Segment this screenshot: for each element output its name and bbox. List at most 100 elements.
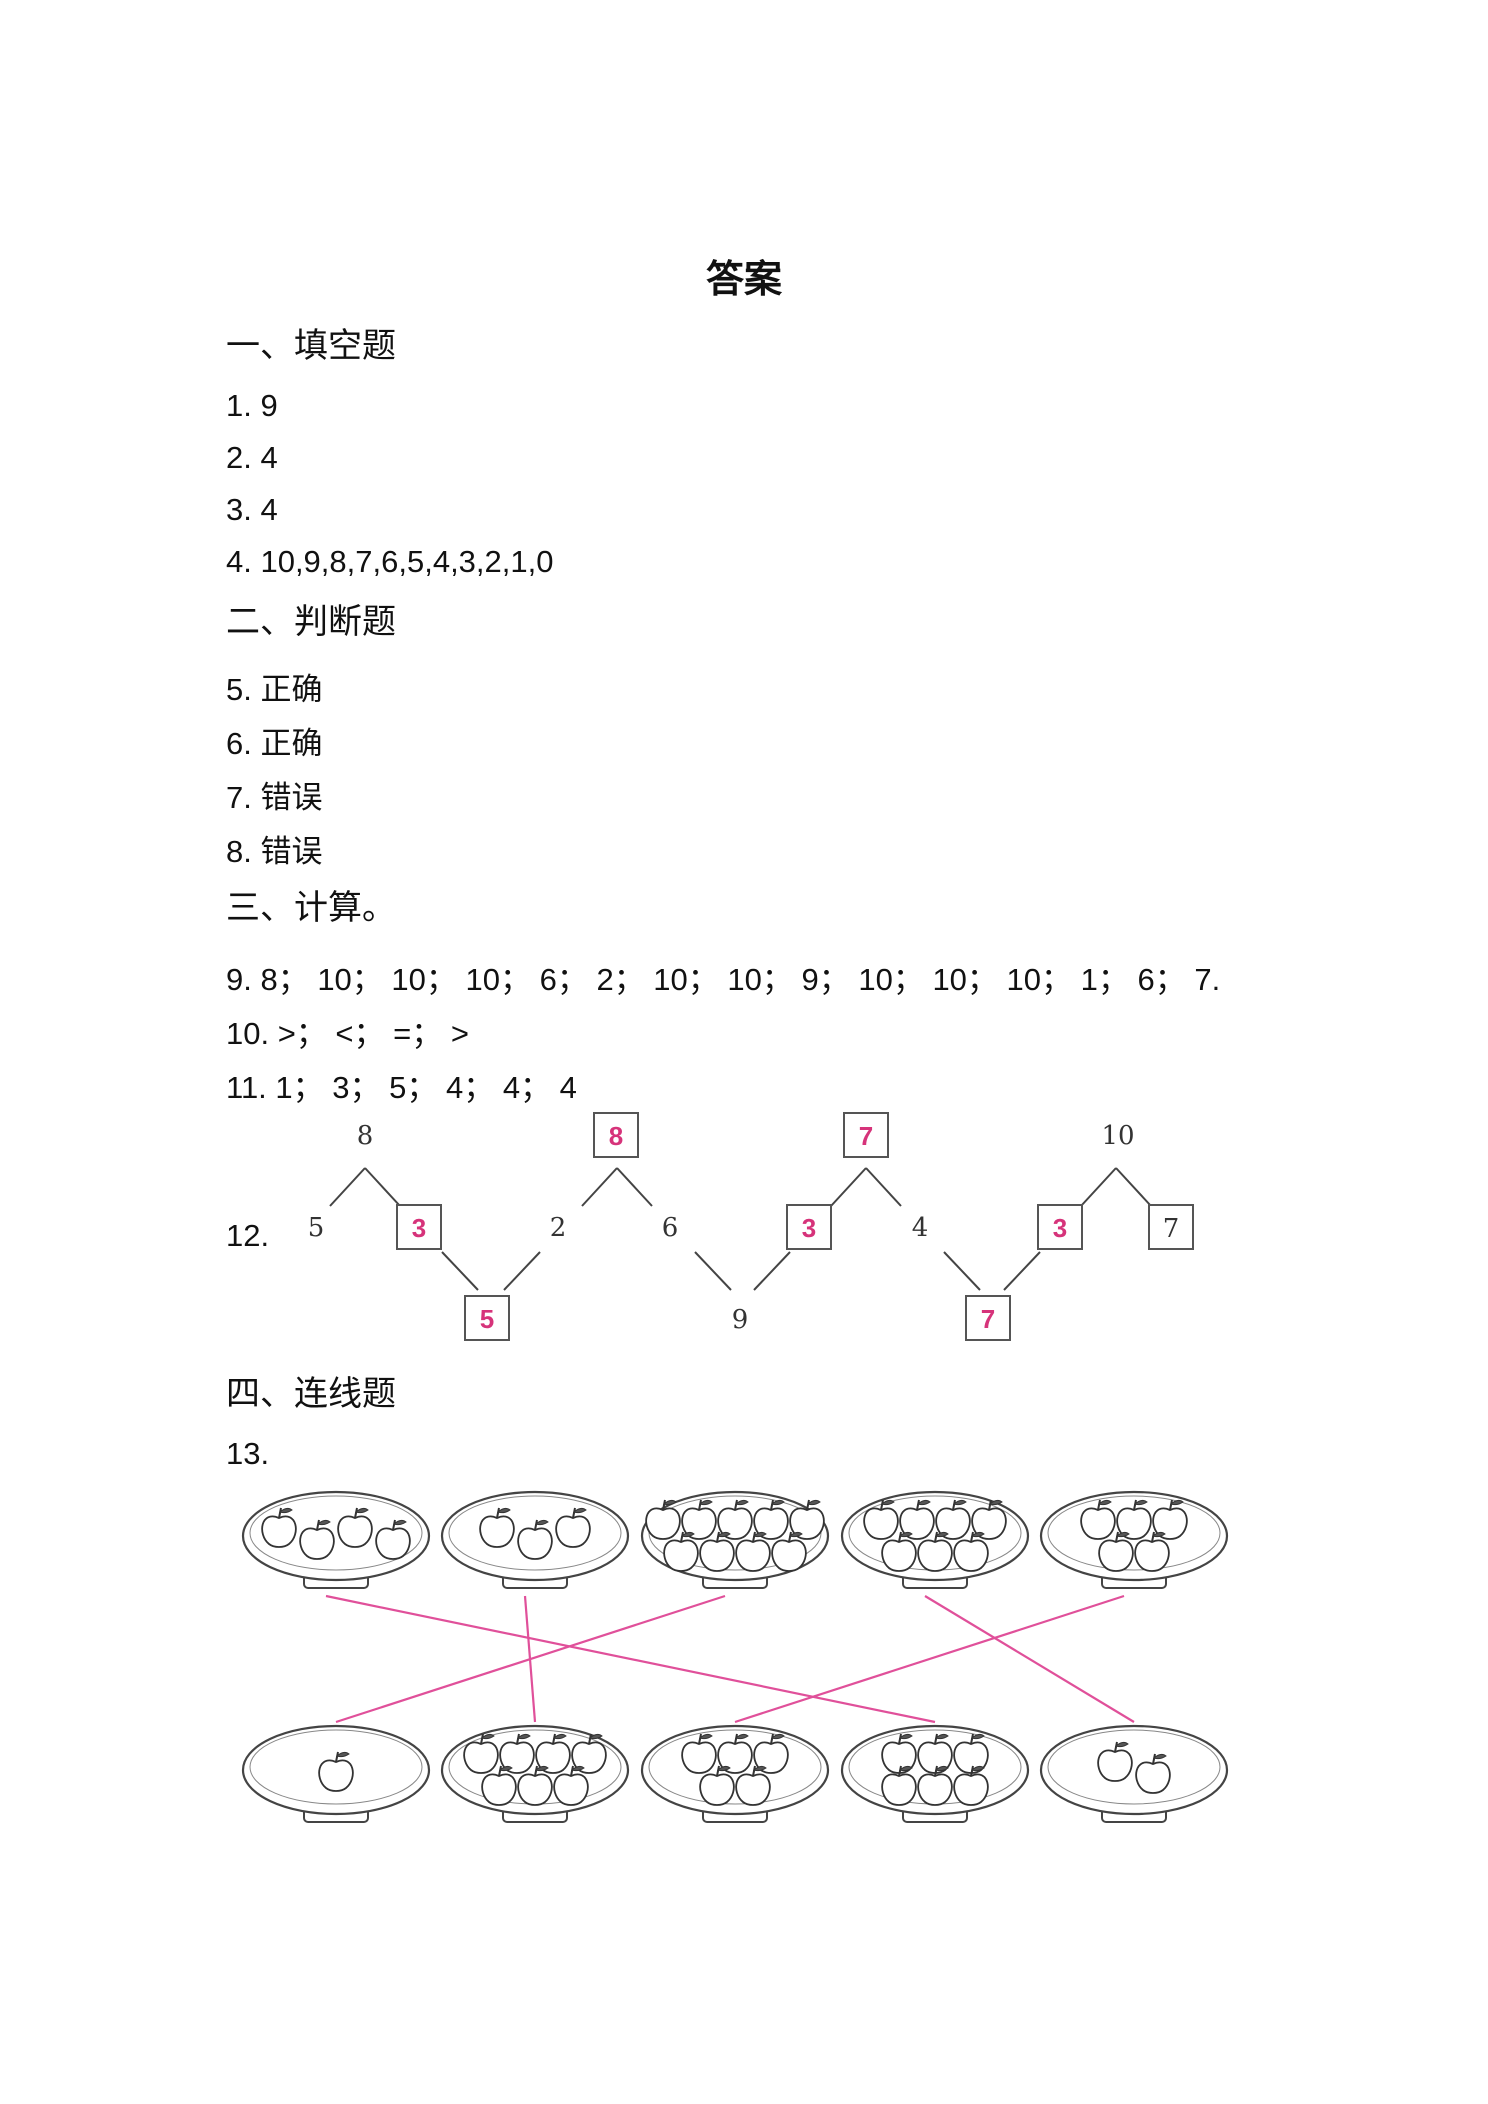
page-title: 答案 [705,257,782,301]
apple-icon [1134,1531,1170,1572]
section-matching: 四、连线题 [226,1374,396,1414]
answer-4: 4. 10,9,8,7,6,5,4,3,2,1,0 [226,544,554,579]
apple-icon [771,1531,807,1572]
node-7c: 7 [1163,1214,1180,1244]
bowl-bottom-2 [440,1724,630,1823]
apple-icon [789,1499,825,1540]
apple-icon [953,1531,989,1572]
answer-11: 11. 1； 3； 5； 4； 4； 4 [226,1070,577,1105]
node-10: 10 [1101,1121,1134,1151]
box-7b [965,1295,1011,1341]
apple-icon [1097,1741,1133,1782]
apple-icon [517,1519,553,1560]
apple-icon [953,1765,989,1806]
apple-icon [735,1765,771,1806]
node-6: 6 [662,1213,679,1243]
answer-8: 8. 错误 [226,834,323,869]
apple-icon [971,1499,1007,1540]
apple-icon [1098,1531,1134,1572]
apple-icon [499,1733,535,1774]
apple-icon [481,1765,517,1806]
answer-7: 7. 错误 [226,780,323,815]
box-3b [786,1204,832,1250]
node-5a: 5 [308,1213,325,1243]
apple-icon [735,1531,771,1572]
apple-icon [717,1733,753,1774]
bowl-bottom-3 [640,1724,830,1823]
section-calculation: 三、计算。 [226,888,396,928]
node-3a: 3 [412,1213,426,1243]
node-7b: 7 [981,1304,995,1334]
apple-icon [917,1733,953,1774]
answer-5: 5. 正确 [226,672,323,707]
node-3c: 3 [1053,1213,1067,1243]
box-3a [396,1204,442,1250]
answer-9: 9. 8； 10； 10； 10； 6； 2； 10； 10； 9； 10； 1… [226,962,1221,997]
match-line-1 [325,1594,936,1724]
node-8b: 8 [609,1121,623,1151]
apple-icon [917,1531,953,1572]
apple-icon [935,1499,971,1540]
bowl-top-1 [241,1490,431,1589]
match-line-4 [924,1595,1135,1723]
apple-icon [299,1519,335,1560]
section-true-false: 二、判断题 [226,602,396,642]
apple-icon [699,1531,735,1572]
apple-icon [881,1765,917,1806]
node-9: 9 [732,1305,749,1335]
answer-10: 10. >； <； =； > [226,1016,469,1051]
apple-icon [1135,1753,1171,1794]
apple-icon [917,1765,953,1806]
box-7c [1148,1204,1194,1250]
apple-icon [337,1507,373,1548]
node-8: 8 [357,1121,374,1151]
apple-icon [899,1499,935,1540]
apple-icon [555,1507,591,1548]
answer-1: 1. 9 [226,388,278,423]
apple-icon [863,1499,899,1540]
bowl-top-2 [440,1490,630,1589]
apple-icon [479,1507,515,1548]
apple-icon [1116,1499,1152,1540]
apple-icon [681,1733,717,1774]
bowl-bottom-4 [840,1724,1030,1823]
bowl-bottom-1 [241,1724,431,1823]
node-7a: 7 [859,1121,873,1151]
apple-icon [1152,1499,1188,1540]
box-8 [593,1112,639,1158]
node-4: 4 [912,1213,929,1243]
apple-icon [463,1733,499,1774]
bowl-top-3 [640,1490,830,1589]
apple-icon [953,1733,989,1774]
apple-icon [881,1733,917,1774]
answer-6: 6. 正确 [226,726,323,761]
node-3b: 3 [802,1213,816,1243]
match-line-5 [734,1594,1125,1724]
apple-icon [663,1531,699,1572]
apple-icon [553,1765,589,1806]
apple-icon [753,1733,789,1774]
section-fill-blank: 一、填空题 [226,326,396,366]
apple-icon [535,1733,571,1774]
node-2: 2 [550,1213,567,1243]
answer-3: 3. 4 [226,492,278,527]
apple-icon [1080,1499,1116,1540]
apple-icon [318,1751,354,1792]
apple-icon [717,1499,753,1540]
apple-icon [753,1499,789,1540]
answer-13-label: 13. [226,1436,270,1471]
apple-icon [517,1765,553,1806]
box-7a [843,1112,889,1158]
apple-icon [699,1765,735,1806]
bowl-top-5 [1039,1490,1229,1589]
apple-icon [681,1499,717,1540]
apple-icon [375,1519,411,1560]
apple-icon [571,1733,607,1774]
answer-2: 2. 4 [226,440,278,475]
bowl-bottom-5 [1039,1724,1229,1823]
apple-icon [261,1507,297,1548]
apple-icon [645,1499,681,1540]
